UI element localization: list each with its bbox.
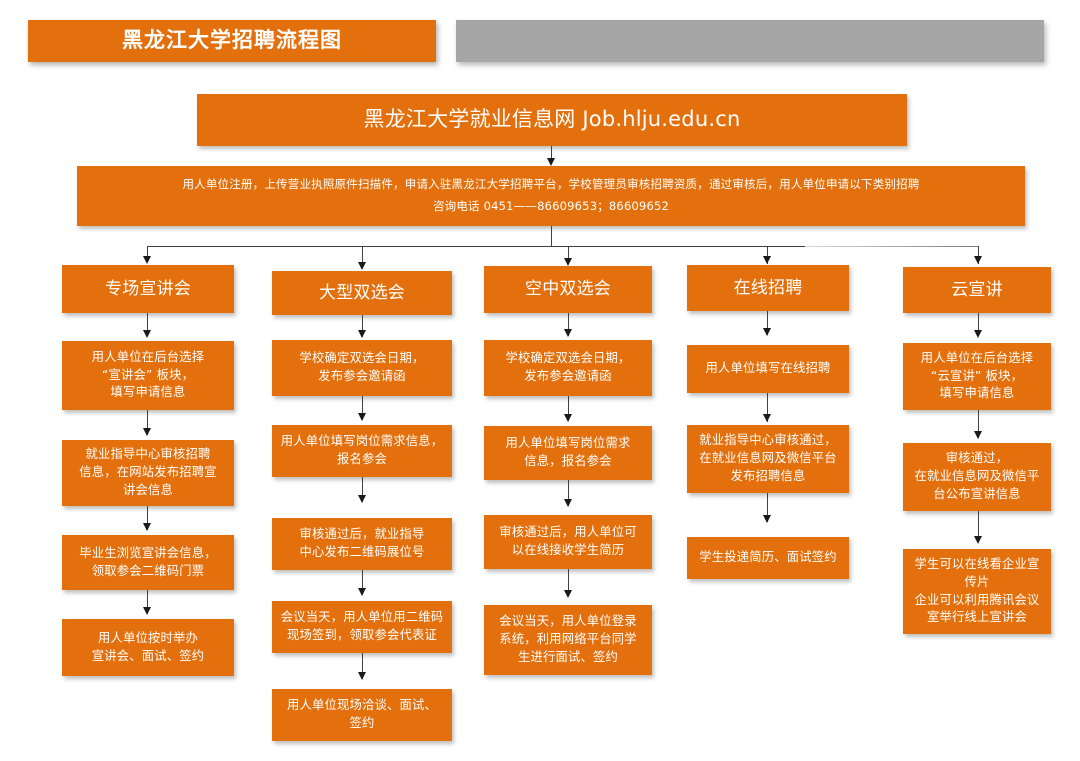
step-box-c5-s3: 学生可以在线看企业宣 传片 企业可以利用腾讯会议 室举行线上宣讲会 <box>903 549 1051 634</box>
connector-c1-s1-s2 <box>147 410 148 435</box>
arrowhead-branch-3 <box>564 258 572 266</box>
step-box-c3-s1: 学校确定双选会日期， 发布参会邀请函 <box>484 340 652 396</box>
connector-branch-1 <box>147 246 148 262</box>
arrowhead-c5-s2-s3 <box>974 536 982 544</box>
connector-branch-2 <box>362 246 363 268</box>
connector-c2-s2-s3 <box>362 477 363 502</box>
step-box-c3-s3: 审核通过后，用人单位可 以在线接收学生简历 <box>484 515 652 569</box>
connector-branch-5 <box>978 246 979 264</box>
category-header-2: 大型双选会 <box>272 271 452 315</box>
arrowhead-c1-s1-s2 <box>143 428 151 436</box>
category-header-1: 专场宣讲会 <box>62 265 234 313</box>
step-box-c2-s4: 会议当天，用人单位用二维码 现场签到，领取参会代表证 <box>272 601 452 653</box>
step-box-c1-s3: 毕业生浏览宣讲会信息， 领取参会二维码门票 <box>62 535 234 590</box>
arrowhead-c4-s1-s2 <box>763 414 771 422</box>
connector-c1-h-s1 <box>147 313 148 336</box>
arrowhead-c4-s2-s3 <box>763 515 771 523</box>
connector-c3-s1-s2 <box>568 396 569 421</box>
arrowhead-c5-h-s1 <box>974 330 982 338</box>
connector-c5-s2-s3 <box>978 511 979 541</box>
connector-site-to-intro <box>551 146 552 163</box>
page-title-banner: 黑龙江大学招聘流程图 <box>28 20 436 62</box>
connector-c4-h-s1 <box>767 311 768 335</box>
connector-c3-s2-s3 <box>568 480 569 506</box>
site-info-box: 黑龙江大学就业信息网 Job.hlju.edu.cn <box>197 94 907 146</box>
arrowhead-c1-s2-s3 <box>143 523 151 531</box>
arrowhead-c3-s1-s2 <box>564 414 572 422</box>
step-box-c1-s1: 用人单位在后台选择 “宣讲会” 板块， 填写申请信息 <box>62 341 234 410</box>
arrowhead-branch-2 <box>358 262 366 270</box>
step-box-c2-s2: 用人单位填写岗位需求信息， 报名参会 <box>272 425 452 477</box>
connector-c5-s1-s2 <box>978 410 979 438</box>
connector-c3-s3-s4 <box>568 569 569 594</box>
connector-c1-s3-s4 <box>147 590 148 614</box>
arrowhead-c5-s1-s2 <box>974 431 982 439</box>
connector-c3-h-s1 <box>568 313 569 336</box>
arrowhead-c3-h-s1 <box>564 329 572 337</box>
step-box-c5-s1: 用人单位在后台选择 “云宣讲” 板块， 填写申请信息 <box>903 343 1051 410</box>
connector-c2-h-s1 <box>362 315 363 337</box>
step-box-c3-s2: 用人单位填写岗位需求 信息，报名参会 <box>484 426 652 480</box>
connector-c1-s2-s3 <box>147 506 148 530</box>
gray-header-panel <box>456 20 1044 62</box>
arrowhead-c2-s1-s2 <box>358 413 366 421</box>
intro-description-box: 用人单位注册，上传营业执照原件扫描件，申请入驻黑龙江大学招聘平台，学校管理员审核… <box>77 166 1025 226</box>
arrowhead-c1-h-s1 <box>143 330 151 338</box>
arrowhead-c2-s2-s3 <box>358 495 366 503</box>
connector-branch-4 <box>767 246 768 264</box>
arrowhead-branch-1 <box>143 256 151 264</box>
connector-intro-stem <box>551 226 552 246</box>
arrowhead-c2-s4-s5 <box>358 672 366 680</box>
connector-c2-s3-s4 <box>362 570 363 595</box>
connector-c5-h-s1 <box>978 313 979 336</box>
category-header-5: 云宣讲 <box>903 267 1051 313</box>
arrowhead-c1-s3-s4 <box>143 607 151 615</box>
connector-c4-s2-s3 <box>767 493 768 522</box>
step-box-c2-s1: 学校确定双选会日期， 发布参会邀请函 <box>272 340 452 396</box>
arrowhead-branch-4 <box>763 256 771 264</box>
step-box-c4-s3: 学生投递简历、面试签约 <box>687 537 849 579</box>
connector-branch-3 <box>568 246 569 264</box>
connector-branch-bar <box>147 246 805 247</box>
category-header-4: 在线招聘 <box>687 265 849 311</box>
arrowhead-c2-s3-s4 <box>358 588 366 596</box>
step-box-c3-s4: 会议当天，用人单位登录 系统，利用网络平台同学 生进行面试、签约 <box>484 605 652 675</box>
arrowhead-c4-h-s1 <box>763 328 771 336</box>
arrowhead-branch-5 <box>974 256 982 264</box>
category-header-3: 空中双选会 <box>484 266 652 313</box>
step-box-c2-s5: 用人单位现场洽谈、面试、 签约 <box>272 689 452 741</box>
step-box-c1-s4: 用人单位按时举办 宣讲会、面试、签约 <box>62 619 234 676</box>
arrowhead-site-to-intro <box>547 158 555 166</box>
arrowhead-c3-s3-s4 <box>564 590 572 598</box>
connector-c2-s4-s5 <box>362 653 363 679</box>
arrowhead-c2-h-s1 <box>358 330 366 338</box>
connector-c4-s1-s2 <box>767 393 768 422</box>
connector-branch-bar-right <box>805 246 979 247</box>
arrowhead-c3-s2-s3 <box>564 499 572 507</box>
step-box-c2-s3: 审核通过后，就业指导 中心发布二维码展位号 <box>272 518 452 570</box>
connector-c2-s1-s2 <box>362 396 363 420</box>
step-box-c4-s1: 用人单位填写在线招聘 <box>687 345 849 393</box>
step-box-c5-s2: 审核通过， 在就业信息网及微信平 台公布宣讲信息 <box>903 443 1051 511</box>
step-box-c4-s2: 就业指导中心审核通过， 在就业信息网及微信平台 发布招聘信息 <box>687 425 849 493</box>
step-box-c1-s2: 就业指导中心审核招聘 信息，在网站发布招聘宣 讲会信息 <box>62 440 234 506</box>
